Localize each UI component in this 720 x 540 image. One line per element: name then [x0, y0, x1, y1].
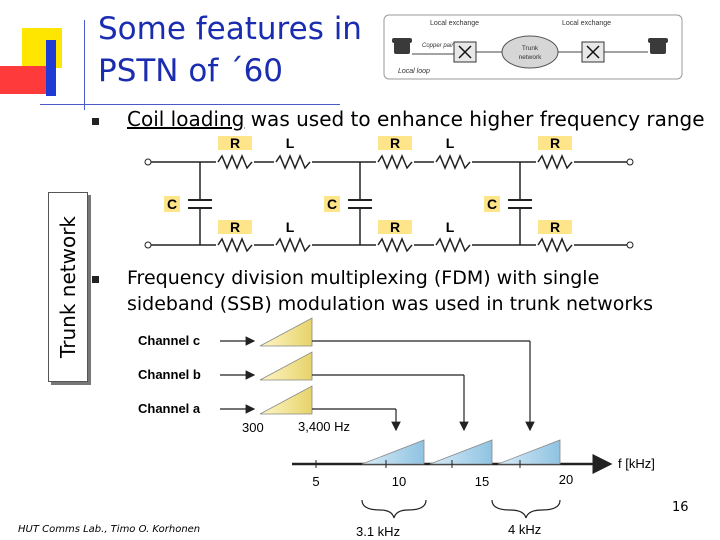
inductor-zigzag — [275, 154, 311, 170]
freq-low-label: 300 — [242, 420, 264, 435]
capacitor-2: C — [324, 162, 372, 245]
exchange-diagram: Local exchange Local exchange Copper pai… — [383, 14, 683, 80]
capacitor-label: C — [167, 196, 177, 212]
resistor-zigzag — [217, 154, 253, 170]
decoration-blue-bar — [46, 40, 56, 96]
side-tab: Trunk network — [48, 192, 88, 382]
tick-label: 10 — [392, 474, 406, 489]
tick-label: 15 — [475, 474, 489, 489]
inductor-zigzag — [435, 154, 471, 170]
resistor-zigzag — [537, 237, 573, 253]
inductor-label: L — [446, 219, 455, 235]
channel-a-label: Channel a — [138, 401, 201, 416]
top-section-1: R L — [216, 135, 312, 170]
bullet-marker — [92, 118, 99, 125]
capacitor-3: C — [484, 162, 532, 245]
bottom-section-1: R L — [216, 219, 312, 253]
local-exchange-left-label: Local exchange — [430, 20, 479, 27]
decoration-yellow-square — [22, 28, 62, 68]
switch-icon-left — [453, 41, 477, 63]
top-section-2: R L — [376, 135, 472, 170]
bullet-text-coil-loading: Coil loading was used to enhance higher … — [127, 107, 705, 131]
coil-loading-term: Coil loading — [127, 107, 245, 131]
capacitor-1: C — [164, 162, 212, 245]
trunk-network-cloud — [501, 35, 559, 69]
decoration-horizontal-line — [40, 104, 340, 105]
coil-loading-circuit: R L R L R C C — [144, 135, 634, 253]
telephone-icon-left — [392, 38, 412, 54]
slot-bandwidth-label: 4 kHz — [508, 522, 541, 537]
freq-high-label: 3,400 Hz — [298, 419, 350, 434]
page-number: 16 — [672, 500, 689, 515]
channel-c-label: Channel c — [138, 333, 200, 348]
copper-pair-label: Copper pair — [422, 43, 454, 49]
resistor-label: R — [550, 219, 560, 235]
capacitor-label: C — [487, 196, 497, 212]
switch-icon-right — [581, 41, 605, 63]
resistor-label: R — [230, 135, 240, 151]
resistor-zigzag — [377, 154, 413, 170]
title-line-2: PSTN of ´60 — [98, 53, 284, 89]
channel-c-spectrum — [259, 317, 313, 347]
inductor-zigzag — [275, 237, 311, 253]
local-loop-label: Local loop — [398, 68, 430, 75]
title-line-1: Some features in — [98, 11, 362, 47]
tick-label: 20 — [559, 472, 573, 487]
resistor-zigzag — [217, 237, 253, 253]
inductor-zigzag — [435, 237, 471, 253]
fdm-text-line-1: Frequency division multiplexing (FDM) wi… — [127, 267, 600, 289]
top-section-3: R — [536, 135, 574, 170]
channel-a-spectrum — [259, 385, 313, 415]
svg-text:network: network — [519, 54, 543, 61]
local-exchange-right-label: Local exchange — [562, 20, 611, 27]
channel-b-spectrum — [259, 351, 313, 381]
brace-slot-band — [491, 499, 561, 519]
fdm-text-line-2: sideband (SSB) modulation was used in tr… — [127, 293, 654, 315]
bottom-section-2: R L — [376, 219, 472, 253]
resistor-label: R — [390, 135, 400, 151]
bottom-section-3: R — [536, 219, 574, 253]
trunk-network-label: Trunk — [522, 45, 539, 52]
brace-voice-band — [361, 499, 427, 519]
decoration-red-bar — [0, 66, 46, 94]
footer-credit: HUT Comms Lab., Timo O. Korhonen — [18, 524, 201, 535]
slot-3-spectrum — [497, 439, 561, 465]
fdm-diagram: Channel c Channel b Channel a 300 3,400 … — [138, 317, 655, 538]
voice-bandwidth-label: 3.1 kHz — [356, 524, 400, 538]
inductor-label: L — [446, 135, 455, 151]
capacitor-label: C — [327, 196, 337, 212]
slot-1-spectrum — [361, 439, 425, 465]
coil-loading-rest: was used to enhance higher frequency ran… — [244, 107, 705, 131]
bullet-text-fdm: Frequency division multiplexing (FDM) wi… — [127, 265, 697, 317]
resistor-label: R — [230, 219, 240, 235]
tick-label: 5 — [312, 474, 319, 489]
telephone-icon-right — [648, 38, 668, 54]
inductor-label: L — [286, 219, 295, 235]
resistor-zigzag — [377, 237, 413, 253]
slot-2-spectrum — [429, 439, 493, 465]
axis-label: f [kHz] — [618, 456, 655, 471]
resistor-zigzag — [537, 154, 573, 170]
side-tab-label: Trunk network — [56, 215, 80, 359]
resistor-label: R — [550, 135, 560, 151]
resistor-label: R — [390, 219, 400, 235]
inductor-label: L — [286, 135, 295, 151]
channel-b-label: Channel b — [138, 367, 201, 382]
bullet-marker — [92, 276, 99, 283]
slide-title: Some features in PSTN of ´60 — [98, 8, 388, 92]
decoration-vertical-line — [84, 20, 85, 110]
